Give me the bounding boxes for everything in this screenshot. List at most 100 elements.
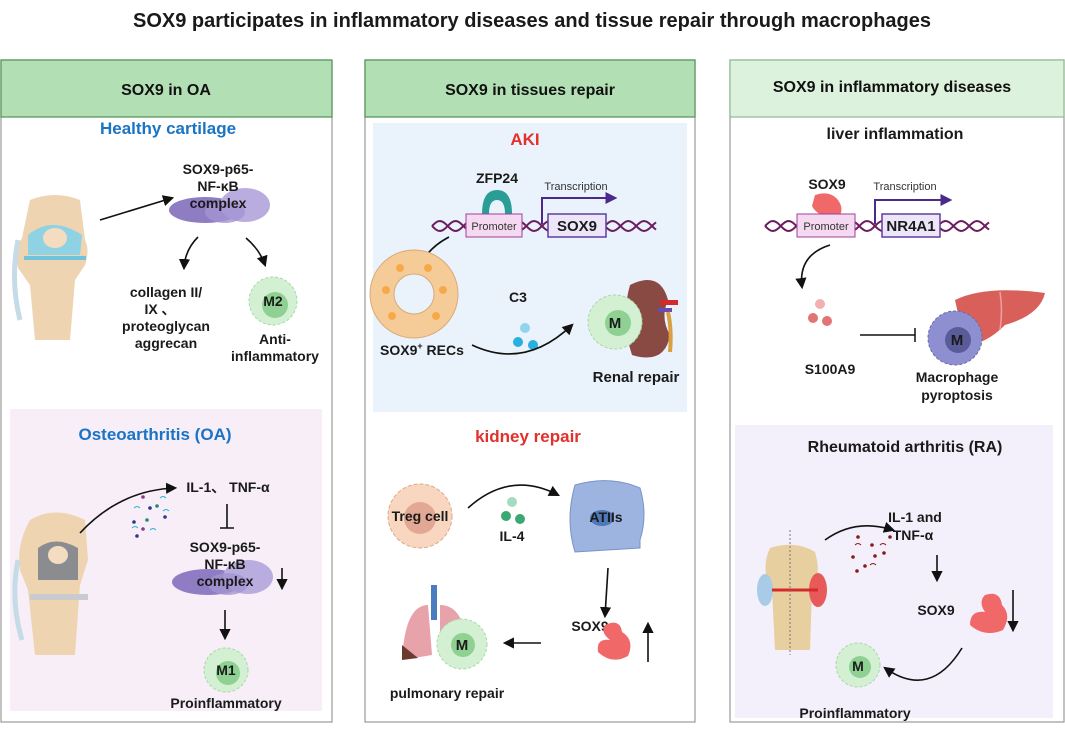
transcription-arrow-icon <box>541 192 618 224</box>
sox9-protein-icon <box>970 593 1008 634</box>
macrophage-icon <box>436 618 488 670</box>
transcription-arrow-icon <box>874 194 953 224</box>
arrow <box>599 567 612 619</box>
panel-header-title: SOX9 in inflammatory diseases <box>773 79 1011 96</box>
panel-tissue-repair: SOX9 in tissues repair AKI ZFP24 Promote… <box>364 59 696 723</box>
sox9-label: SOX9 <box>571 618 609 634</box>
sox9-label: SOX9 <box>808 176 846 192</box>
zfp24-label: ZFP24 <box>476 170 518 186</box>
cytokines-label-line: TNF-α <box>893 527 934 543</box>
proinflammatory-label: Proinflammatory <box>170 695 281 711</box>
macrophage-label: M <box>951 332 964 349</box>
promoter-label: Promoter <box>471 221 517 233</box>
complex-label-line: SOX9-p65- <box>190 539 261 555</box>
macrophage-label: M <box>456 637 469 654</box>
kidney-repair-title: kidney repair <box>475 427 581 446</box>
c3-particles-icon <box>513 323 538 350</box>
cytokines-label: IL-1、 TNF-α <box>186 479 270 495</box>
il4-particles-icon <box>501 497 525 524</box>
ra-joint-icon <box>757 530 827 655</box>
arrow <box>471 323 574 355</box>
panel-header-title: SOX9 in OA <box>121 82 211 99</box>
macrophage-label: M <box>609 315 622 332</box>
arrow <box>245 237 268 268</box>
il4-label: IL-4 <box>500 528 525 544</box>
arrow <box>99 195 175 221</box>
m1-label: M1 <box>216 662 236 678</box>
sox9-label: SOX9 <box>917 602 955 618</box>
treg-label: Treg cell <box>392 508 449 524</box>
cytokine-particles-icon <box>131 495 170 538</box>
oa-title: Osteoarthritis (OA) <box>78 425 231 444</box>
products-label-line: proteoglycan <box>122 318 210 334</box>
arrow <box>467 484 560 509</box>
figure-title: SOX9 participates in inflammatory diseas… <box>133 10 931 32</box>
liver-inflammation-title: liver inflammation <box>827 126 964 143</box>
proinflammatory-label: Proinflammatory <box>799 705 910 721</box>
healthy-cartilage-title: Healthy cartilage <box>100 119 236 138</box>
s100a9-particles-icon <box>808 299 832 326</box>
gene-label: NR4A1 <box>886 218 935 235</box>
macrophage-icon <box>587 294 643 350</box>
sox9-recs-label: SOX9+ RECs <box>380 341 464 358</box>
gene-label: SOX9 <box>557 218 597 235</box>
inhibition-icon <box>860 328 916 342</box>
c3-label: C3 <box>509 289 527 305</box>
effect-label-line: Anti- <box>259 331 291 347</box>
sox9-protein-icon <box>597 622 631 660</box>
gene-box <box>881 213 941 238</box>
transcription-label: Transcription <box>544 181 607 193</box>
promoter-box <box>465 213 523 238</box>
products-label-line: collagen II/ <box>130 284 202 300</box>
effect-label-line: inflammatory <box>231 348 319 364</box>
pyroptosis-label-line: pyroptosis <box>921 387 993 403</box>
complex-label-line: complex <box>190 195 247 211</box>
panel-header-title: SOX9 in tissues repair <box>445 82 615 99</box>
inhibition-icon <box>220 504 234 529</box>
complex-label-line: NF-κB <box>204 556 245 572</box>
prosthetic-knee-icon <box>12 512 88 655</box>
s100a9-label: S100A9 <box>805 361 856 377</box>
macrophage-icon <box>835 642 881 688</box>
complex-label-line: complex <box>197 573 254 589</box>
atiis-label: ATIIs <box>589 509 622 525</box>
promoter-label: Promoter <box>803 221 849 233</box>
products-label-line: aggrecan <box>135 335 197 351</box>
arrow <box>795 244 831 290</box>
m2-label: M2 <box>263 293 283 309</box>
protein-complex-icon <box>169 188 270 223</box>
transcription-label: Transcription <box>873 181 936 193</box>
aki-title: AKI <box>510 130 539 149</box>
cytokines-label-line: IL-1 and <box>888 509 942 525</box>
macrophage-icon <box>248 276 298 326</box>
promoter-box <box>796 213 856 238</box>
panel-header <box>0 59 333 118</box>
renal-repair-label: Renal repair <box>593 369 680 386</box>
protein-complex-icon <box>172 560 273 595</box>
panel-inflammatory: SOX9 in inflammatory diseases liver infl… <box>729 59 1065 723</box>
renal-tubule-icon <box>369 249 459 339</box>
complex-label-line: NF-κB <box>197 178 238 194</box>
products-label-line: IX 、 <box>144 301 175 317</box>
zfp24-protein-icon <box>482 190 512 214</box>
macrophage-icon <box>927 310 983 366</box>
atii-cell-icon <box>569 480 645 553</box>
complex-label-line: SOX9-p65- <box>183 161 254 177</box>
sox9-protein-icon <box>812 193 842 218</box>
macrophage-label: M <box>852 658 864 674</box>
gene-box <box>547 213 607 238</box>
healthy-knee-icon <box>11 195 88 340</box>
macrophage-icon <box>203 647 249 693</box>
cytokine-particles-icon <box>851 535 892 573</box>
pyroptosis-label-line: Macrophage <box>916 369 999 385</box>
arrow <box>883 647 963 681</box>
panel-header <box>729 59 1065 118</box>
arrow <box>178 236 199 271</box>
ra-title: Rheumatoid arthritis (RA) <box>808 439 1003 456</box>
panel-header <box>364 59 696 118</box>
arrow <box>824 521 896 541</box>
panel-oa: SOX9 in OA Healthy cartilage SOX9-p65- N… <box>0 59 333 723</box>
treg-cell-icon <box>387 483 453 549</box>
arrow <box>79 482 178 534</box>
